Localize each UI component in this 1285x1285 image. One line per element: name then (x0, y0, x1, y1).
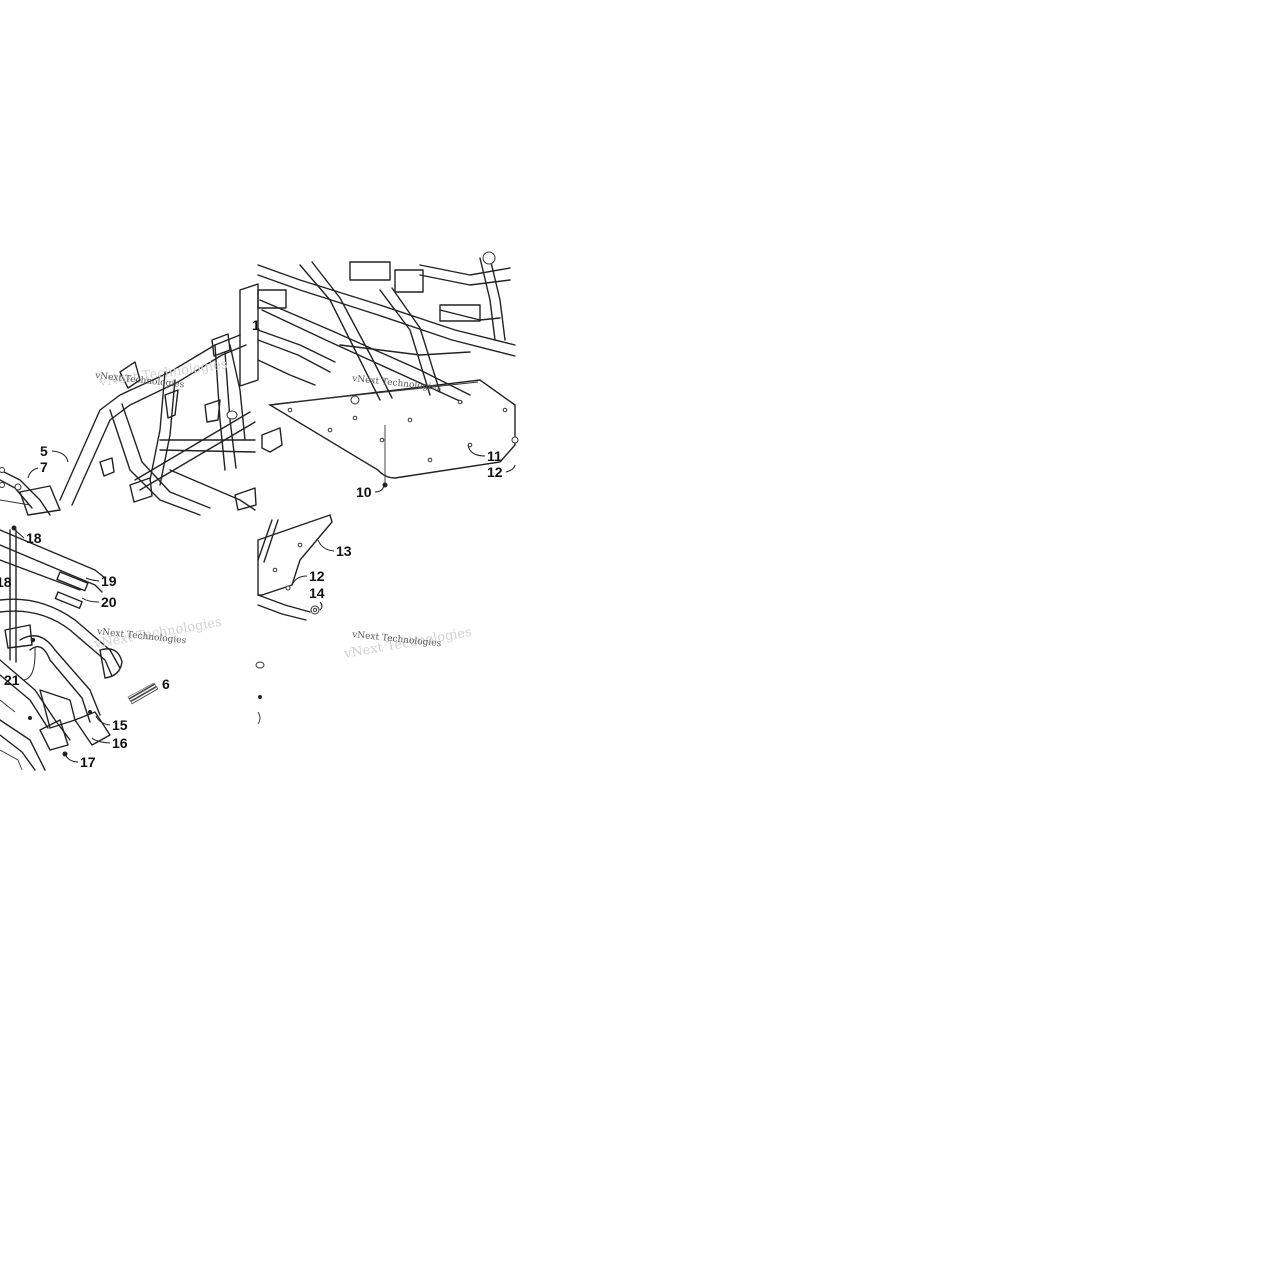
callout-5: 5 (40, 443, 48, 459)
tile-floor-plate (239, 251, 519, 488)
tile-front-bumper (0, 525, 159, 771)
callout-18-top: 18 (26, 530, 42, 546)
callout-6: 6 (162, 676, 170, 692)
callout-13: 13 (336, 543, 352, 559)
tile-skid-plate (255, 514, 333, 725)
callout-15: 15 (112, 717, 128, 733)
callout-12-top: 12 (487, 464, 503, 480)
callout-group: 5 7 1 10 11 12 13 12 14 18 18 19 20 (0, 317, 516, 770)
callout-7: 7 (40, 459, 48, 475)
callout-17: 17 (80, 754, 96, 770)
tile-frame-front-left (0, 333, 283, 516)
callout-12-bottom: 12 (309, 568, 325, 584)
callout-19: 19 (101, 573, 117, 589)
callout-10: 10 (356, 484, 372, 500)
callout-21: 21 (4, 672, 20, 688)
callout-1: 1 (252, 317, 260, 333)
decal-graphic (127, 682, 159, 705)
callout-14: 14 (309, 585, 325, 601)
callout-16: 16 (112, 735, 128, 751)
callout-20: 20 (101, 594, 117, 610)
callout-18-left: 18 (0, 574, 12, 590)
callout-11: 11 (487, 448, 502, 464)
